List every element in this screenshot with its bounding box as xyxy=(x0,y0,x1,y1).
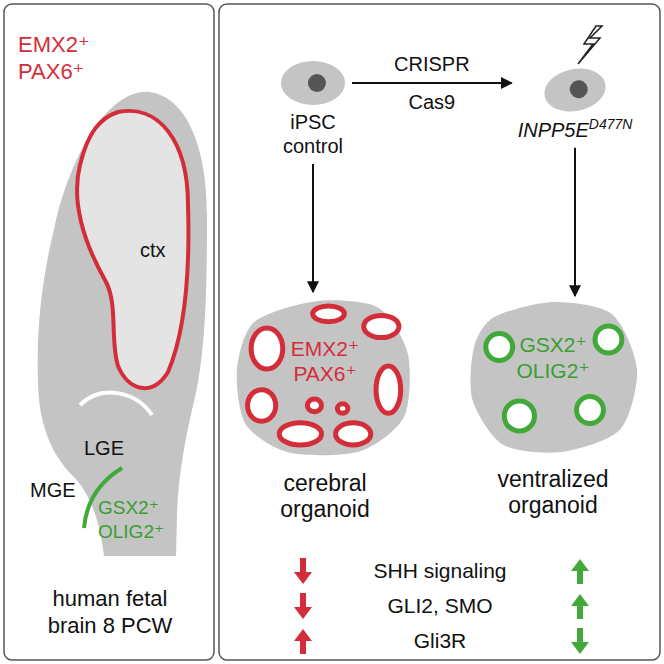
pathway-label: SHH signaling xyxy=(373,558,506,584)
cortex-outline xyxy=(77,111,188,388)
rosette xyxy=(251,328,283,369)
up-arrow xyxy=(571,594,589,619)
organoid-body xyxy=(237,300,410,455)
rosette xyxy=(504,401,534,431)
arrow-connector xyxy=(574,148,576,296)
down-arrow xyxy=(294,593,312,619)
cell-outline xyxy=(543,68,607,112)
up-arrow xyxy=(571,559,589,584)
blob-area: GSX2⁺ OLIG2⁺ xyxy=(469,302,637,452)
cell-group xyxy=(281,61,345,105)
cell-body xyxy=(281,61,345,105)
rosette xyxy=(337,404,348,413)
rosette xyxy=(279,423,321,445)
down-arrow xyxy=(294,558,312,584)
left-panel xyxy=(4,4,214,660)
rosette xyxy=(364,315,399,337)
organoid-body xyxy=(470,302,637,453)
cerebral-organoid: EMX2⁺ PAX6⁺ cerebral organoid xyxy=(237,298,413,523)
edge-label: CRISPR Cas9 xyxy=(394,45,470,121)
pathway-label: GLI2, SMO xyxy=(387,593,492,619)
marker-label: EMX2⁺ PAX6⁺ xyxy=(18,31,90,86)
rosette xyxy=(313,306,345,322)
right-panel xyxy=(219,4,660,660)
region-label: LGE xyxy=(84,436,124,461)
arrow-connector xyxy=(352,82,512,84)
node-label: cerebral organoid xyxy=(280,470,370,523)
cell-area xyxy=(280,60,346,106)
rosette xyxy=(577,397,604,424)
pathway-label: Gli3R xyxy=(414,628,467,654)
node-label: ventralized organoid xyxy=(497,466,608,519)
arrow-connector xyxy=(312,164,314,292)
rosette xyxy=(595,326,622,353)
caption-label: human fetal brain 8 PCW xyxy=(45,585,175,640)
cell-group xyxy=(540,63,609,117)
region-label: MGE xyxy=(30,478,76,503)
cell-body xyxy=(540,63,609,117)
cell-nucleus xyxy=(308,74,326,92)
node-label: INPP5ED477N xyxy=(518,116,633,142)
rosette xyxy=(336,423,371,445)
ipsc-cell: iPSCcontrol xyxy=(280,60,346,158)
rosette xyxy=(307,399,321,412)
rosette xyxy=(486,334,513,361)
cell-area xyxy=(543,68,607,112)
cell-nucleus xyxy=(568,79,589,100)
mutation: D477N xyxy=(589,116,633,132)
blob-area: EMX2⁺ PAX6⁺ xyxy=(237,298,413,456)
mutant-ipsc-cell: INPP5ED477N xyxy=(518,68,633,142)
marker-text: GSX2⁺ OLIG2⁺ xyxy=(517,332,590,382)
marker-label: GSX2⁺ OLIG2⁺ xyxy=(98,496,164,544)
region-label: ctx xyxy=(140,238,166,263)
crispr-cut-symbol xyxy=(578,26,602,64)
cell-outline xyxy=(280,60,346,106)
down-arrow xyxy=(571,628,589,654)
node-label: control xyxy=(283,134,343,158)
marker-text: EMX2⁺ PAX6⁺ xyxy=(291,336,359,386)
node-label: iPSC xyxy=(290,110,336,134)
up-arrow xyxy=(294,629,312,654)
ventralized-organoid: GSX2⁺ OLIG2⁺ ventralized organoid xyxy=(469,302,637,519)
rosette xyxy=(248,390,276,422)
gene-name: INPP5E xyxy=(518,119,589,141)
rosette xyxy=(376,366,401,413)
ventricle xyxy=(80,393,152,415)
